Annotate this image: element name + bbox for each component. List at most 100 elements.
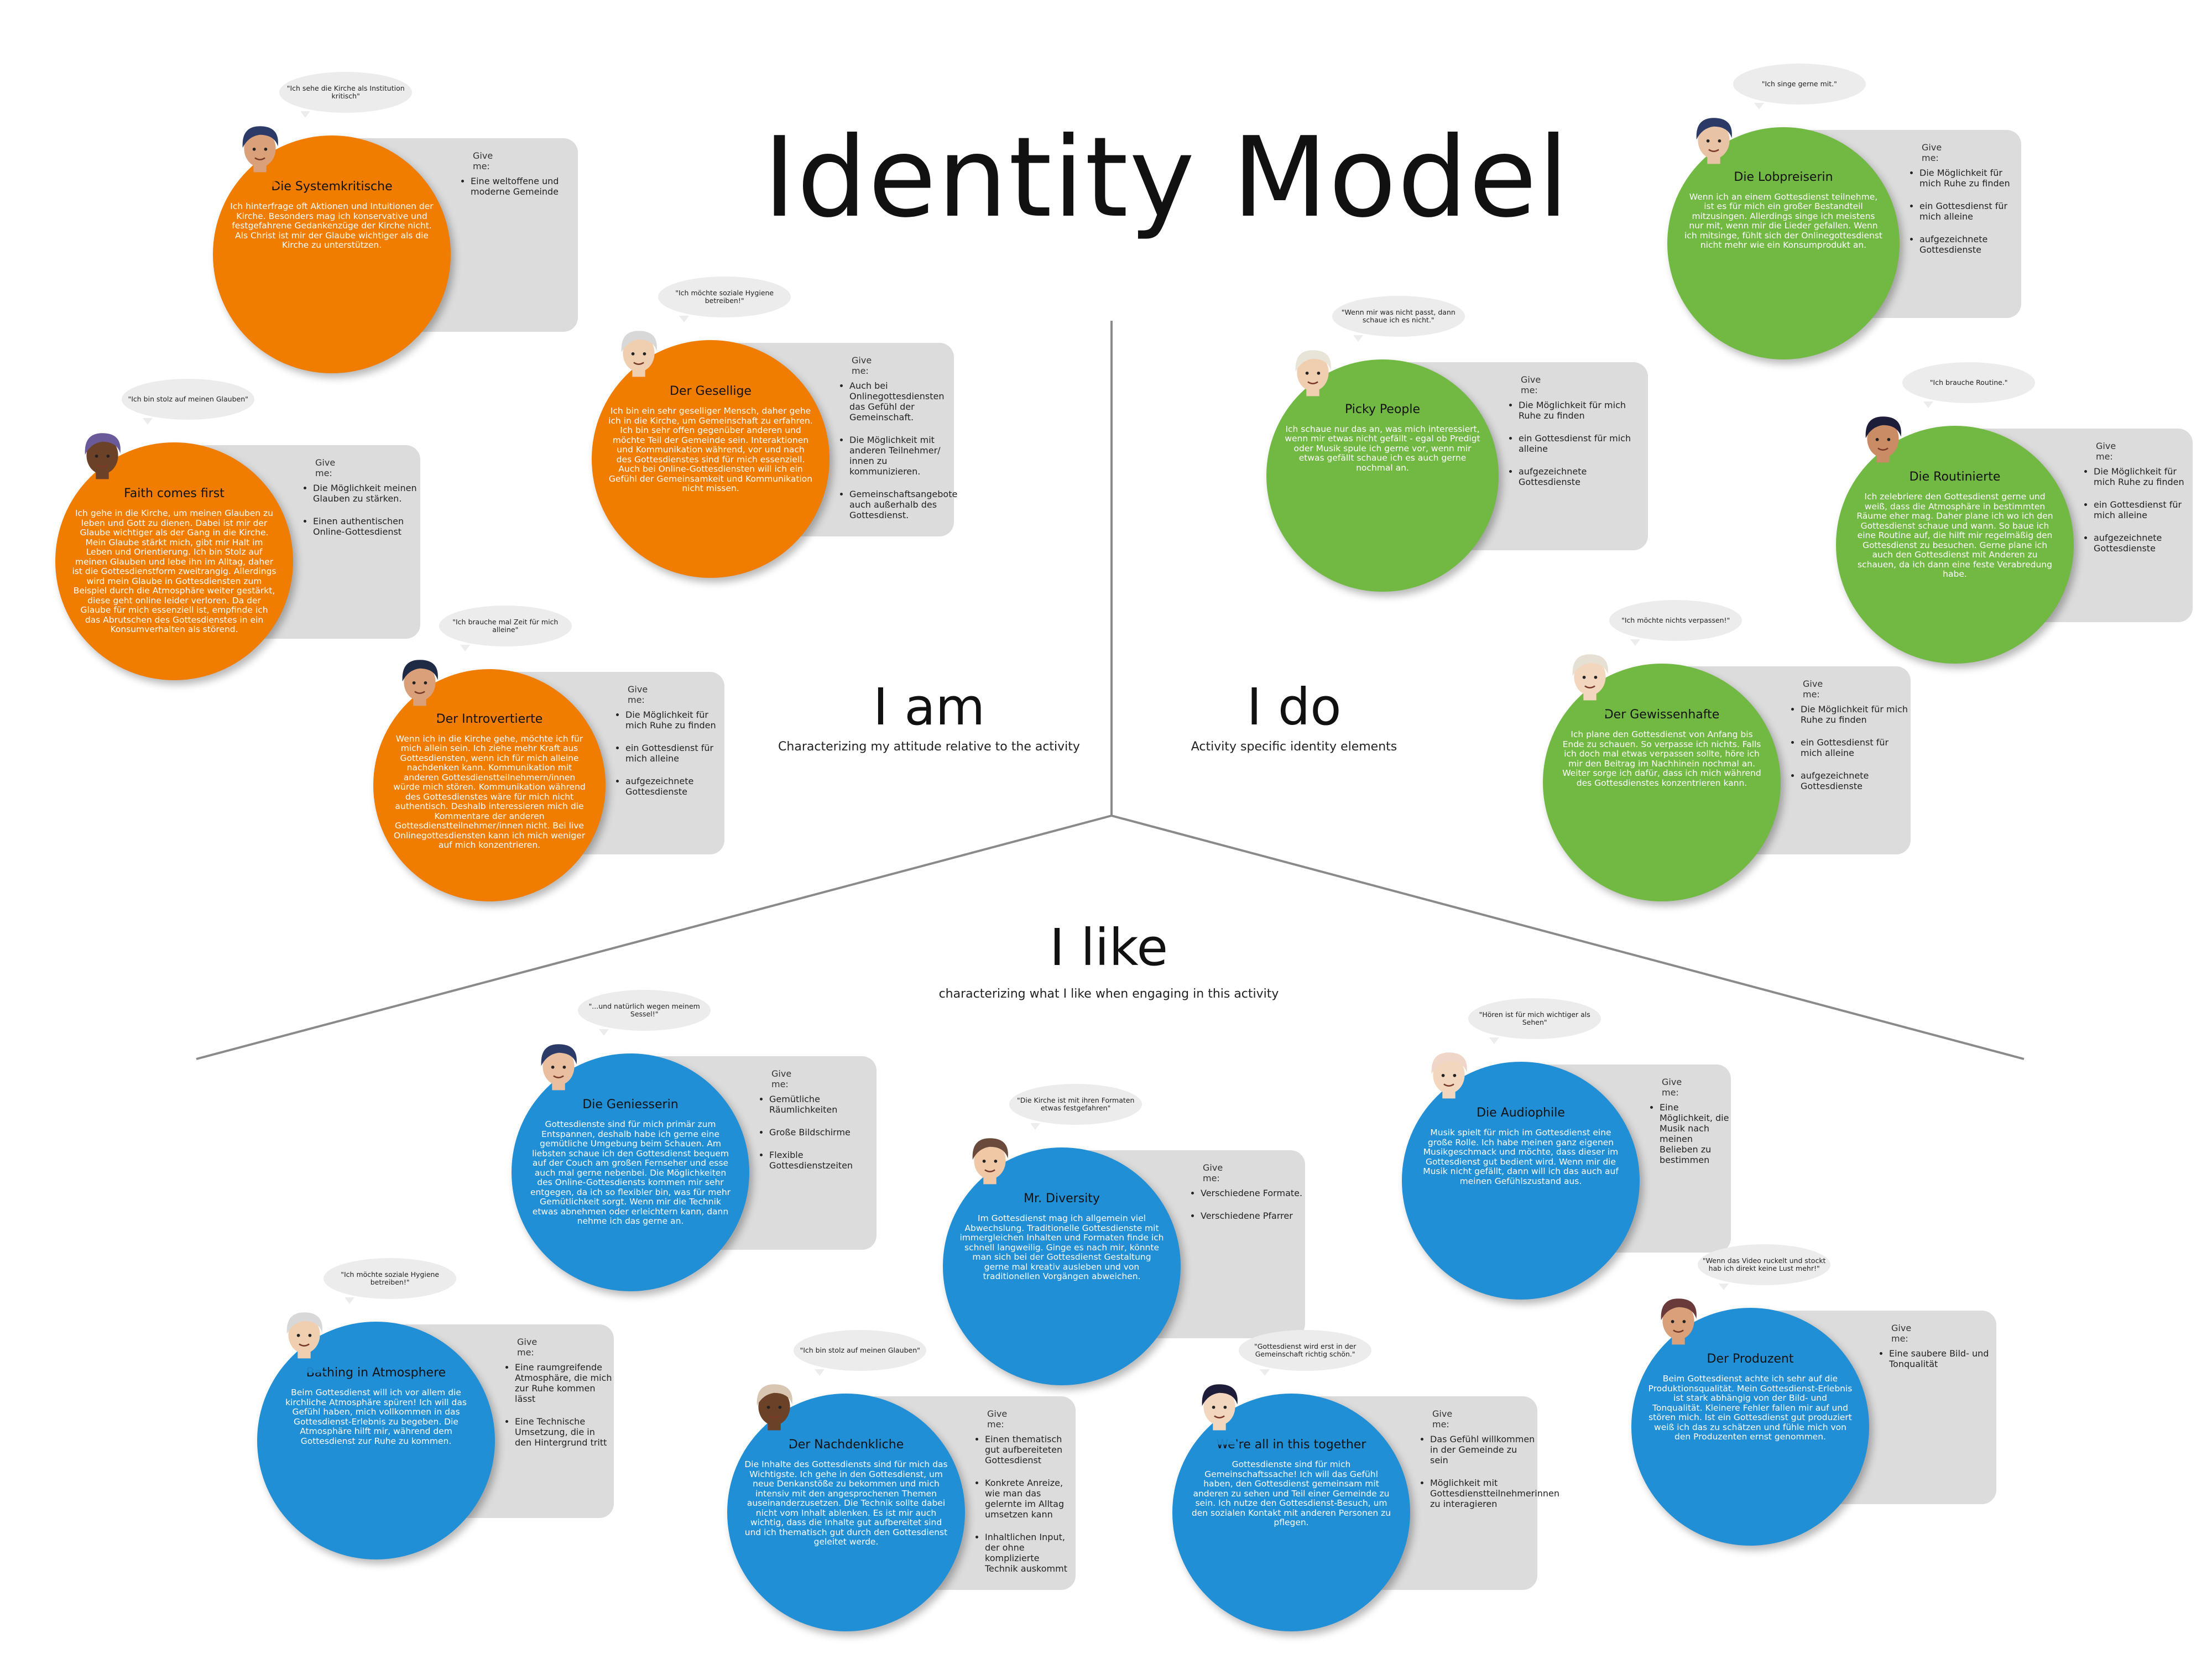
persona-description: Gottesdienste sind für mich Gemeinschaft… bbox=[1191, 1459, 1391, 1528]
persona-name: Bathing in Atmosphere bbox=[306, 1365, 446, 1380]
give-me-item: Flexible Gottesdienstzeiten bbox=[769, 1150, 875, 1171]
give-me-item: Eine raumgreifende Atmosphäre, die mich … bbox=[515, 1362, 613, 1404]
persona-name: We're all in this together bbox=[1216, 1437, 1366, 1452]
give-me-label: Give me: bbox=[852, 355, 872, 376]
give-me-label: Give me: bbox=[1803, 679, 1823, 700]
persona-name: Der Introvertierte bbox=[436, 712, 543, 726]
persona-description: Beim Gottesdienst achte ich sehr auf die… bbox=[1648, 1374, 1853, 1442]
give-me-label: Give me: bbox=[987, 1408, 1008, 1430]
give-me-item: ein Gottesdienst für mich alleine bbox=[2094, 499, 2192, 520]
persona-name: Die Audiophile bbox=[1477, 1105, 1565, 1120]
give-me-item: Eine Technische Umsetzung, die in den Hi… bbox=[515, 1416, 613, 1448]
curly-hair-woman-avatar bbox=[81, 433, 124, 494]
grey-hair-man-avatar bbox=[617, 331, 661, 392]
quote-bubble: "Ich bin stolz auf meinen Glauben" bbox=[794, 1330, 927, 1376]
give-me-label: Give me: bbox=[1203, 1162, 1223, 1183]
give-me-label: Give me: bbox=[771, 1068, 792, 1089]
quote-bubble: "Ich möchte soziale Hygiene betreiben!" bbox=[658, 276, 791, 322]
give-me-item: aufgezeichnete Gottesdienste bbox=[1801, 770, 1910, 791]
older-man-avatar bbox=[1568, 654, 1612, 715]
persona-name: Picky People bbox=[1344, 402, 1421, 416]
quote-bubble: "Hören ist für mich wichtiger als Sehen" bbox=[1468, 998, 1601, 1044]
give-me-label: Give me: bbox=[1662, 1077, 1682, 1098]
give-me-item: ein Gottesdienst für mich alleine bbox=[1801, 737, 1910, 758]
give-me-label: Give me: bbox=[473, 150, 493, 171]
give-me-item: Verschiedene Formate. bbox=[1201, 1188, 1304, 1198]
woman-headband-avatar bbox=[238, 126, 282, 187]
relaxed-woman-avatar bbox=[537, 1044, 581, 1105]
persona-name: Die Routinierte bbox=[1909, 469, 2001, 484]
left-diagonal-divider bbox=[196, 815, 1112, 1060]
quote-bubble: "Ich möchte soziale Hygiene betreiben!" bbox=[324, 1258, 457, 1304]
give-me-item: ein Gottesdienst für mich alleine bbox=[1519, 433, 1647, 454]
give-me-item: Eine saubere Bild- und Tonqualität bbox=[1889, 1348, 1995, 1369]
persona-name: Die Lobpreiserin bbox=[1734, 170, 1833, 184]
give-me-list: Das Gefühl willkommen in der Gemeinde zu… bbox=[1420, 1434, 1559, 1521]
give-me-item: aufgezeichnete Gottesdienste bbox=[625, 776, 723, 797]
give-me-list: Eine Möglichkeit, die Musik nach meinen … bbox=[1650, 1102, 1730, 1177]
dark-hair-woman-avatar bbox=[1861, 416, 1905, 477]
section-i-like-title: I like bbox=[1049, 918, 1168, 977]
page-title: Identity Model bbox=[763, 113, 1570, 242]
give-me-item: Große Bildschirme bbox=[769, 1127, 875, 1138]
persona-description: Wenn ich in die Kirche gehe, möchte ich … bbox=[393, 733, 586, 851]
persona-name: Mr. Diversity bbox=[1024, 1191, 1100, 1206]
give-me-item: aufgezeichnete Gottesdienste bbox=[1519, 466, 1647, 487]
quote-bubble: "Ich brauche Routine." bbox=[1902, 362, 2036, 408]
give-me-list: Einen thematisch gut aufbereiteten Gotte… bbox=[975, 1434, 1074, 1586]
give-me-item: Die Möglichkeit für mich Ruhe zu finden bbox=[2094, 466, 2192, 487]
grey-hair-man-avatar bbox=[283, 1312, 326, 1373]
persona-description: Wenn ich an einem Gottesdienst teilnehme… bbox=[1684, 191, 1882, 251]
persona-name: Faith comes first bbox=[124, 486, 225, 500]
persona-description: Ich gehe in die Kirche, um meinen Glaube… bbox=[72, 508, 276, 635]
give-me-item: aufgezeichnete Gottesdienste bbox=[2094, 533, 2192, 554]
persona-description: Ich zelebriere den Gottesdienst gerne un… bbox=[1856, 492, 2053, 580]
give-me-list: Die Möglichkeit für mich Ruhe zu findene… bbox=[615, 709, 723, 809]
give-me-label: Give me: bbox=[1432, 1408, 1453, 1430]
persona-description: Ich schaue nur das an, was mich interess… bbox=[1285, 424, 1480, 473]
persona-description: Gottesdienste sind für mich primär zum E… bbox=[530, 1119, 731, 1227]
right-diagonal-divider bbox=[1111, 815, 2025, 1060]
give-me-item: Eine weltoffene und moderne Gemeinde bbox=[471, 176, 577, 197]
give-me-list: Verschiedene Formate.Verschiedene Pfarre… bbox=[1191, 1188, 1304, 1233]
persona-name: Der Nachdenkliche bbox=[788, 1437, 904, 1452]
give-me-list: Die Möglichkeit für mich Ruhe zu findene… bbox=[1791, 704, 1910, 804]
scarf-man-avatar bbox=[968, 1138, 1012, 1199]
give-me-list: Die Möglichkeit für mich Ruhe zu findene… bbox=[1910, 168, 2020, 267]
give-me-list: Gemütliche RäumlichkeitenGroße Bildschir… bbox=[759, 1094, 875, 1183]
section-i-do-subtitle: Activity specific identity elements bbox=[1191, 740, 1397, 754]
persona-description: Die Inhalte des Gottesdiensts sind für m… bbox=[744, 1459, 948, 1547]
give-me-label: Give me: bbox=[517, 1337, 538, 1358]
give-me-label: Give me: bbox=[315, 457, 336, 478]
give-me-label: Give me: bbox=[2096, 441, 2116, 462]
quote-bubble: "Ich bin stolz auf meinen Glauben" bbox=[122, 379, 255, 425]
persona-name: Der Produzent bbox=[1707, 1352, 1794, 1366]
singer-woman-avatar bbox=[1692, 118, 1735, 179]
give-me-label: Give me: bbox=[1521, 374, 1541, 395]
give-me-item: Gemütliche Räumlichkeiten bbox=[769, 1094, 875, 1115]
give-me-item: Die Möglichkeit für mich Ruhe zu finden bbox=[1519, 400, 1647, 421]
quote-bubble: "Ich singe gerne mit." bbox=[1733, 64, 1866, 109]
persona-description: Musik spielt für mich im Gottesdienst ei… bbox=[1423, 1128, 1619, 1186]
give-me-item: Möglichkeit mit Gottesdienstteilnehmerin… bbox=[1430, 1478, 1559, 1509]
quote-bubble: "Wenn mir was nicht passt, dann schaue i… bbox=[1332, 296, 1465, 342]
quote-bubble: "Die Kirche ist mit ihren Formaten etwas… bbox=[1009, 1084, 1142, 1130]
give-me-item: Die Möglichkeit für mich Ruhe zu finden bbox=[625, 709, 723, 731]
persona-description: Ich hinterfrage oft Aktionen und Intuiti… bbox=[230, 201, 434, 251]
give-me-item: Einen authentischen Online-Gottesdienst bbox=[313, 516, 419, 537]
give-me-list: Die Möglichkeit meinen Glauben zu stärke… bbox=[303, 483, 419, 549]
give-me-item: aufgezeichnete Gottesdienste bbox=[1919, 234, 2020, 255]
give-me-item: Die Möglichkeit für mich Ruhe zu finden bbox=[1919, 168, 2020, 189]
give-me-label: Give me: bbox=[628, 684, 648, 705]
give-me-list: Die Möglichkeit für mich Ruhe zu finden e… bbox=[2084, 466, 2192, 566]
